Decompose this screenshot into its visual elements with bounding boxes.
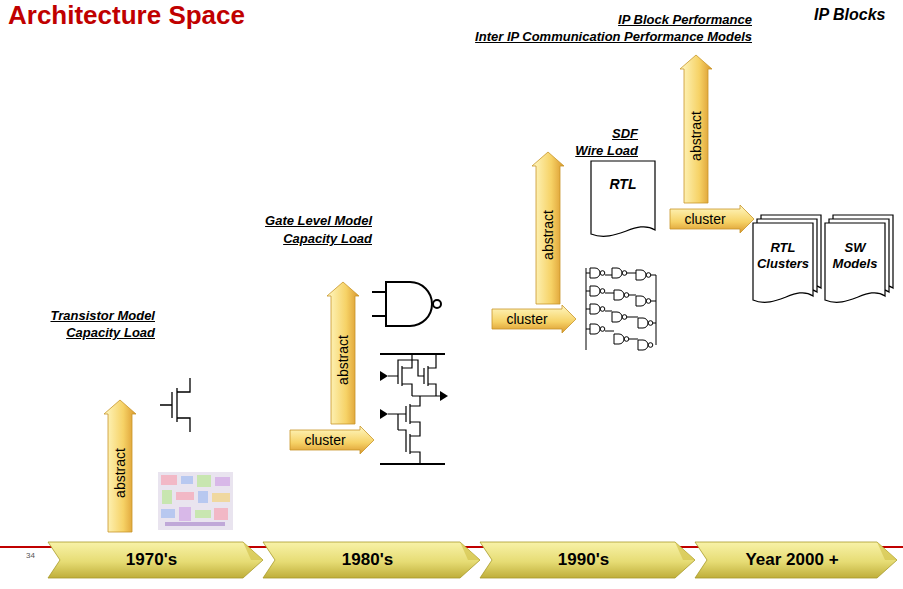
shape-outline: [590, 160, 656, 242]
document-shape: RTL: [590, 160, 656, 242]
node-text: abstract: [112, 448, 128, 498]
gate-network: [586, 268, 656, 350]
abstract-arrow: abstract: [104, 400, 136, 532]
cluster-arrow: cluster: [670, 205, 754, 233]
node-text: 1990's: [492, 542, 675, 578]
abstract-arrow: abstract: [532, 152, 564, 304]
node-text: abstract: [335, 335, 351, 385]
era-arrow: Year 2000 +: [695, 542, 899, 578]
era-heading: IP Blocks: [814, 6, 885, 24]
era-arrow: 1990's: [480, 542, 697, 578]
page-number: 34: [26, 551, 35, 560]
era-arrow: 1980's: [263, 542, 482, 578]
abstract-arrow: abstract: [327, 282, 359, 424]
node-text: cluster: [670, 205, 740, 233]
abstract-arrow: abstract: [680, 55, 712, 203]
nand-gate: [372, 282, 441, 326]
cluster-arrow: cluster: [492, 305, 576, 333]
model-heading: SDF: [612, 126, 638, 141]
node-text: SW Models: [827, 240, 883, 271]
chip-layout: [158, 472, 233, 530]
node-text: cluster: [290, 426, 360, 454]
node-text: Year 2000 +: [707, 542, 877, 578]
model-heading: Capacity Load: [66, 325, 155, 340]
cluster-arrow: cluster: [290, 426, 374, 454]
document-stack: SW Models: [824, 214, 894, 308]
model-heading: Wire Load: [575, 143, 638, 158]
transistor-symbol: [160, 378, 190, 432]
node-text: RTL: [594, 176, 652, 192]
node-text: 1980's: [275, 542, 460, 578]
node-text: cluster: [492, 305, 562, 333]
model-heading: Gate Level Model: [265, 213, 372, 228]
slide-title: Architecture Space: [8, 0, 245, 31]
document-stack: RTL Clusters: [752, 214, 822, 308]
era-arrow: 1970's: [48, 542, 265, 578]
model-heading: Inter IP Communication Performance Model…: [475, 29, 752, 44]
model-heading: Transistor Model: [50, 308, 155, 323]
model-heading: IP Block Performance: [618, 12, 752, 27]
node-text: RTL Clusters: [755, 240, 811, 271]
node-text: abstract: [540, 210, 556, 260]
transistor-schematic: [380, 354, 448, 464]
node-text: 1970's: [60, 542, 243, 578]
node-text: abstract: [688, 111, 704, 161]
model-heading: Capacity Load: [283, 231, 372, 246]
